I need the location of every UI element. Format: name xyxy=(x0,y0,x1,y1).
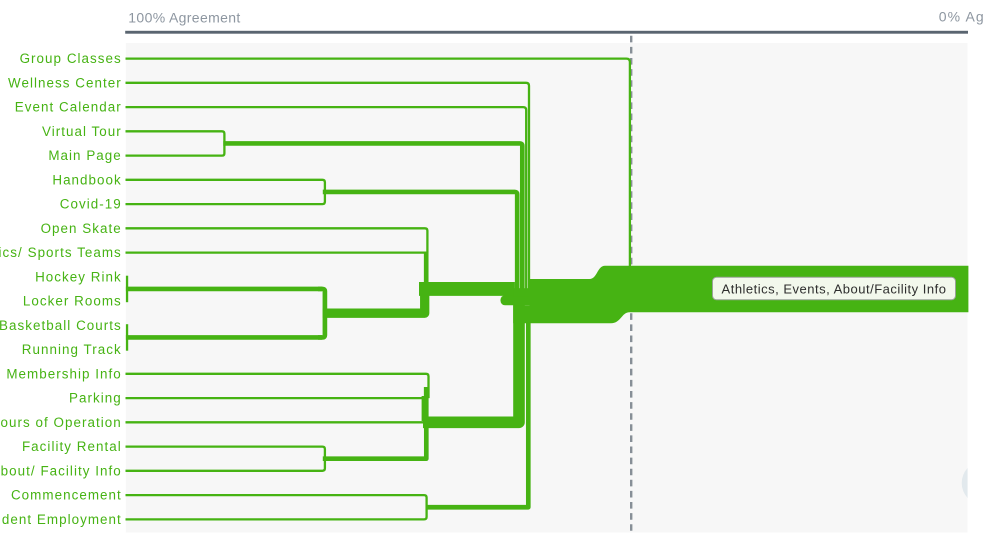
svg-text:Athletics, Events, About/Facil: Athletics, Events, About/Facility Info xyxy=(722,281,947,296)
svg-text:Parking: Parking xyxy=(69,391,122,406)
svg-text:Membership Info: Membership Info xyxy=(6,366,121,381)
svg-text:Hockey Rink: Hockey Rink xyxy=(35,269,122,284)
svg-text:Open Skate: Open Skate xyxy=(41,221,122,236)
svg-text:Covid-19: Covid-19 xyxy=(60,197,122,212)
svg-text:Group Classes: Group Classes xyxy=(20,51,122,66)
svg-text:Student Employment: Student Employment xyxy=(0,512,122,527)
svg-text:Main Page: Main Page xyxy=(48,148,121,163)
svg-text:Wellness Center: Wellness Center xyxy=(8,75,122,90)
svg-text:Locker Rooms: Locker Rooms xyxy=(23,294,122,309)
svg-text:Handbook: Handbook xyxy=(52,172,121,187)
svg-text:Event Calendar: Event Calendar xyxy=(15,100,122,115)
svg-text:Virtual Tour: Virtual Tour xyxy=(42,124,122,139)
svg-text:Facility Rental: Facility Rental xyxy=(22,439,122,454)
svg-text:Athletics/ Sports Teams: Athletics/ Sports Teams xyxy=(0,245,122,260)
svg-text:100% Agreement: 100% Agreement xyxy=(128,9,240,25)
svg-text:About/ Facility Info: About/ Facility Info xyxy=(0,463,122,478)
svg-text:Commencement: Commencement xyxy=(11,488,122,503)
svg-text:Hours of Operation: Hours of Operation xyxy=(0,415,122,430)
svg-text:Running Track: Running Track xyxy=(22,342,122,357)
svg-text:0% Agreement: 0% Agreement xyxy=(939,9,984,25)
svg-text:Basketball Courts: Basketball Courts xyxy=(0,318,122,333)
